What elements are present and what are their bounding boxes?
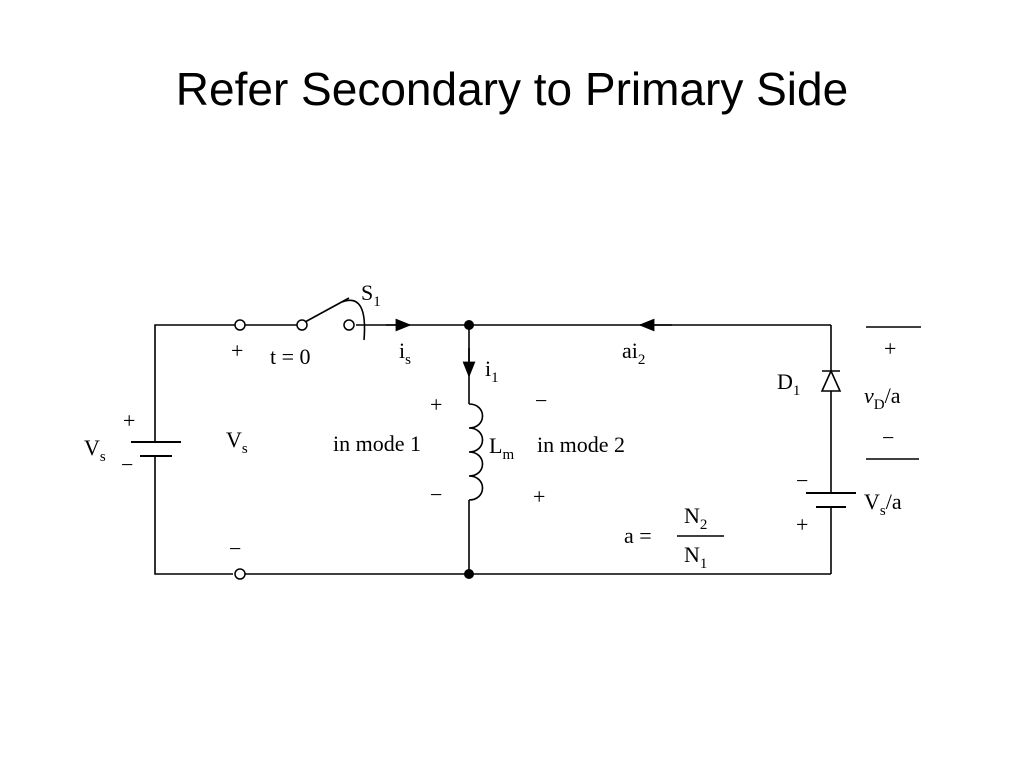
source-label: Vs xyxy=(84,435,106,465)
switch-label: S1 xyxy=(361,280,381,310)
input-voltage-label: Vs xyxy=(226,427,248,457)
input-minus: − xyxy=(229,536,241,561)
inductor-coil xyxy=(468,403,484,501)
switch-blade xyxy=(304,297,350,323)
ratio-numerator: N2 xyxy=(684,503,707,533)
page-title: Refer Secondary to Primary Side xyxy=(175,63,849,115)
mode1-minus: − xyxy=(430,482,442,507)
switch-contact-left xyxy=(296,319,308,331)
current-i1-label: i1 xyxy=(485,356,499,386)
mode2-label: in mode 2 xyxy=(537,432,625,457)
reflected-source-label: Vs/a xyxy=(864,489,902,519)
mode2-plus: + xyxy=(533,484,545,509)
current-is-label: is xyxy=(399,338,411,368)
current-ai2-label: ai2 xyxy=(622,338,645,368)
source-plus: + xyxy=(123,408,135,433)
source-minus: − xyxy=(121,452,133,477)
ratio-lhs: a = xyxy=(624,523,652,548)
switch-contact-right xyxy=(343,319,355,331)
vd-plus: + xyxy=(884,336,896,361)
switch-action-arrow xyxy=(341,299,366,341)
ratio-denominator: N1 xyxy=(684,542,707,572)
reflected-source-plus: + xyxy=(796,512,808,537)
diode-label: D1 xyxy=(777,369,800,399)
diode-symbol xyxy=(820,369,842,392)
junction-top xyxy=(464,320,474,330)
mode2-minus: − xyxy=(535,388,547,413)
terminal-top-left xyxy=(234,319,246,331)
mode1-label: in mode 1 xyxy=(333,431,421,456)
junction-bottom xyxy=(464,569,474,579)
mode1-plus: + xyxy=(430,392,442,417)
wire-left xyxy=(154,324,238,575)
inductor-label: Lm xyxy=(489,433,514,463)
vd-minus: − xyxy=(882,425,894,450)
terminal-bottom-left xyxy=(234,568,246,580)
input-plus: + xyxy=(231,338,243,363)
reflected-source-minus: − xyxy=(796,468,808,493)
switch-time: t = 0 xyxy=(270,344,311,369)
vd-label: vD/a xyxy=(864,383,901,413)
